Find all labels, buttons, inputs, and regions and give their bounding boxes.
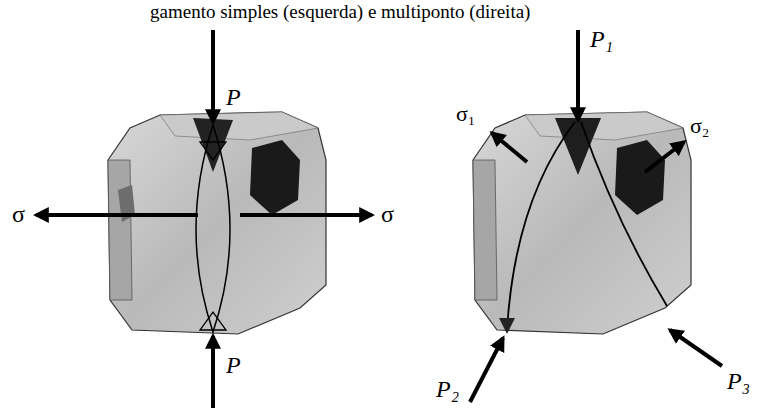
stress-symbol: σ₁ bbox=[456, 102, 476, 126]
crystal-simple bbox=[108, 112, 326, 334]
stress-symbol: σ₂ bbox=[690, 114, 710, 138]
load-symbol: P bbox=[226, 84, 241, 110]
load-arrows-multipoint bbox=[470, 30, 722, 402]
load-symbol: P₃ bbox=[727, 368, 750, 394]
load-symbol: P₁ bbox=[590, 26, 613, 52]
load-symbol: P bbox=[226, 352, 241, 378]
stress-symbol: σ bbox=[12, 201, 25, 227]
load-symbol: P₂ bbox=[436, 376, 459, 402]
figure-title: gamento simples (esquerda) e multiponto … bbox=[150, 2, 530, 23]
load-arrows-simple bbox=[36, 30, 372, 408]
crystal-multipoint bbox=[473, 112, 691, 334]
stress-symbol: σ bbox=[381, 201, 394, 227]
